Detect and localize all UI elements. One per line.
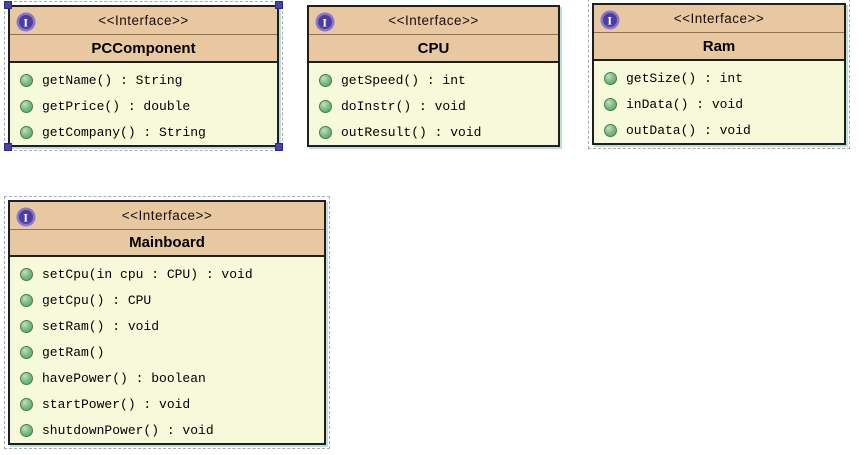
method-item[interactable]: startPower() : void — [10, 391, 324, 417]
method-label: doInstr() : void — [341, 98, 466, 114]
method-list: getSize() : int inData() : void outData(… — [594, 61, 844, 143]
interface-name: Ram — [594, 33, 844, 61]
public-operation-icon — [319, 99, 332, 113]
svg-text:I: I — [607, 14, 612, 28]
method-item[interactable]: havePower() : boolean — [10, 365, 324, 391]
method-label: startPower() : void — [42, 396, 191, 412]
stereotype-header: I <<Interface>> — [594, 5, 844, 34]
method-label: getRam() — [42, 344, 105, 360]
method-label: getCompany() : String — [42, 124, 206, 140]
public-operation-icon — [604, 97, 617, 111]
public-operation-icon — [20, 293, 33, 307]
public-operation-icon — [20, 267, 33, 281]
public-operation-icon — [20, 371, 33, 385]
method-item[interactable]: getPrice() : double — [10, 93, 277, 119]
interface-icon: I — [16, 207, 36, 227]
interface-name: Mainboard — [10, 229, 324, 257]
method-list: getName() : String getPrice() : double g… — [10, 63, 277, 145]
method-item[interactable]: getCpu() : CPU — [10, 287, 324, 313]
interface-name: PCComponent — [10, 35, 277, 63]
method-item[interactable]: getSpeed() : int — [309, 67, 558, 93]
interface-icon: I — [600, 10, 620, 30]
method-label: getName() : String — [42, 72, 183, 88]
interface-box-mainboard[interactable]: I <<Interface>> Mainboard setCpu(in cpu … — [4, 196, 330, 449]
public-operation-icon — [20, 73, 33, 87]
interface-box-cpu[interactable]: I <<Interface>> CPU getSpeed() : int doI… — [307, 5, 560, 147]
public-operation-icon — [604, 123, 617, 137]
public-operation-icon — [319, 73, 332, 87]
method-item[interactable]: getName() : String — [10, 67, 277, 93]
public-operation-icon — [20, 319, 33, 333]
selection-handle-ne[interactable] — [275, 1, 283, 9]
interface-box-ram[interactable]: I <<Interface>> Ram getSize() : int inDa… — [588, 0, 850, 149]
interface-icon: I — [16, 12, 36, 32]
public-operation-icon — [20, 99, 33, 113]
stereotype-label: <<Interface>> — [121, 207, 213, 223]
public-operation-icon — [20, 423, 33, 437]
svg-text:I: I — [23, 16, 28, 30]
method-label: inData() : void — [626, 96, 744, 112]
method-label: getSpeed() : int — [341, 72, 466, 88]
method-item[interactable]: getSize() : int — [594, 65, 844, 91]
method-label: outResult() : void — [341, 124, 482, 140]
method-item[interactable]: getCompany() : String — [10, 119, 277, 145]
method-item[interactable]: doInstr() : void — [309, 93, 558, 119]
method-item[interactable]: setCpu(in cpu : CPU) : void — [10, 261, 324, 287]
method-item[interactable]: setRam() : void — [10, 313, 324, 339]
method-item[interactable]: outResult() : void — [309, 119, 558, 145]
method-item[interactable]: inData() : void — [594, 91, 844, 117]
interface-box-pccomponent[interactable]: I <<Interface>> PCComponent getName() : … — [4, 1, 283, 151]
method-list: setCpu(in cpu : CPU) : void getCpu() : C… — [10, 257, 324, 443]
stereotype-label: <<Interface>> — [673, 11, 765, 27]
public-operation-icon — [20, 125, 33, 139]
stereotype-header: I <<Interface>> — [10, 7, 277, 36]
method-label: getPrice() : double — [42, 98, 191, 114]
method-label: havePower() : boolean — [42, 370, 206, 386]
selection-handle-se[interactable] — [275, 143, 283, 151]
svg-text:I: I — [322, 16, 327, 30]
method-label: getSize() : int — [626, 70, 744, 86]
method-list: getSpeed() : int doInstr() : void outRes… — [309, 63, 558, 145]
method-label: setCpu(in cpu : CPU) : void — [42, 266, 253, 282]
stereotype-header: I <<Interface>> — [309, 7, 558, 36]
stereotype-label: <<Interface>> — [388, 13, 479, 29]
method-label: setRam() : void — [42, 318, 160, 334]
method-item[interactable]: shutdownPower() : void — [10, 417, 324, 443]
public-operation-icon — [604, 71, 617, 85]
interface-icon: I — [315, 12, 335, 32]
method-item[interactable]: getRam() — [10, 339, 324, 365]
svg-text:I: I — [23, 211, 28, 225]
method-label: getCpu() : CPU — [42, 292, 152, 308]
stereotype-header: I <<Interface>> — [10, 202, 324, 230]
stereotype-label: <<Interface>> — [98, 13, 189, 29]
method-label: outData() : void — [626, 122, 751, 138]
method-label: shutdownPower() : void — [42, 422, 214, 438]
public-operation-icon — [20, 345, 33, 359]
selection-handle-nw[interactable] — [4, 1, 12, 9]
interface-name: CPU — [309, 35, 558, 63]
public-operation-icon — [319, 125, 332, 139]
method-item[interactable]: outData() : void — [594, 117, 844, 143]
public-operation-icon — [20, 397, 33, 411]
selection-handle-sw[interactable] — [4, 143, 12, 151]
